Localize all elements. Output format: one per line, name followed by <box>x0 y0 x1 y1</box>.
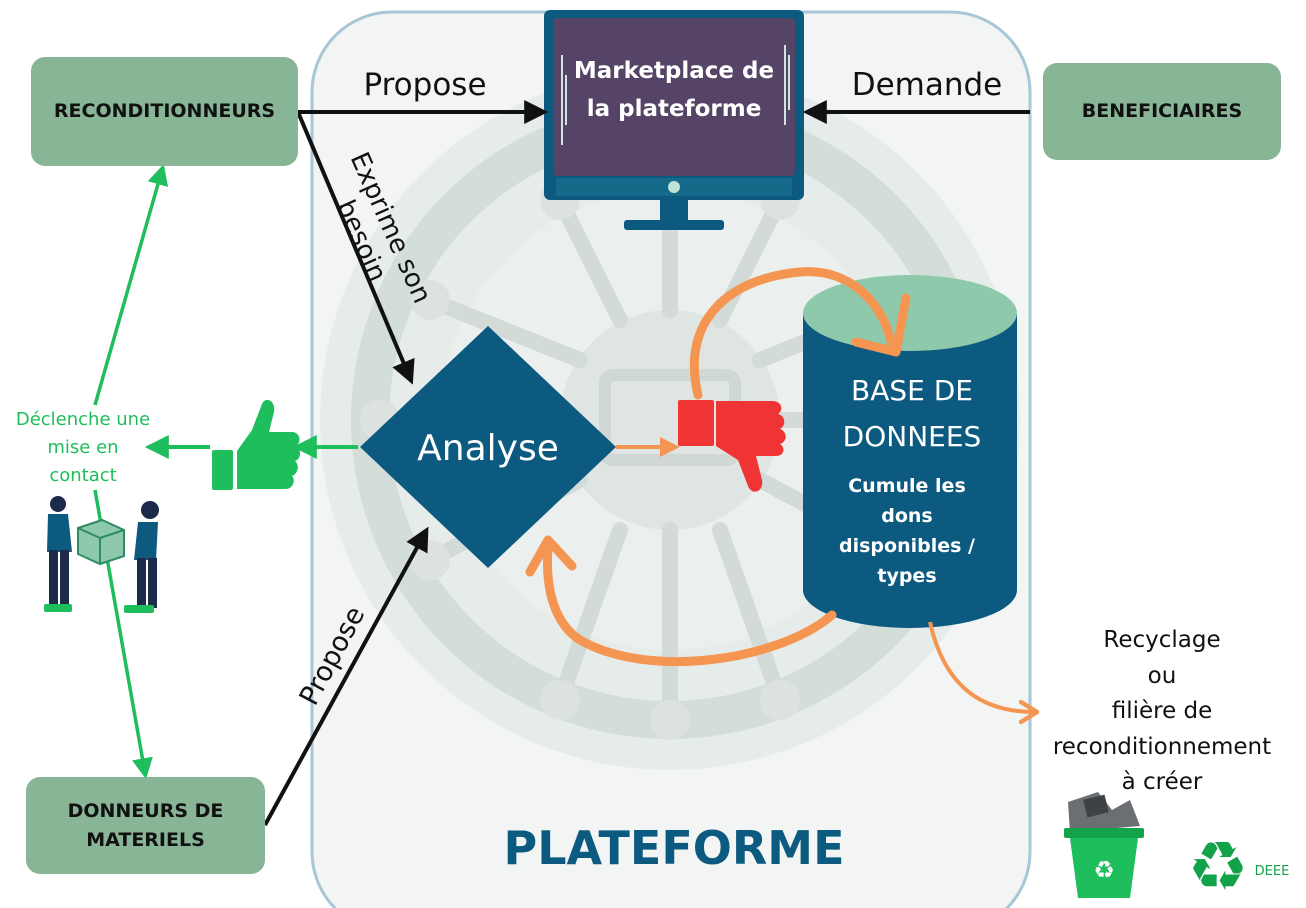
database-cylinder-icon <box>803 275 1017 628</box>
node-reconditionneurs: RECONDITIONNEURS <box>31 57 298 166</box>
node-donneurs-line1: DONNEURS DE <box>67 800 224 822</box>
analyse-label: Analyse <box>417 428 559 469</box>
node-donneurs-line2: MATERIELS <box>86 828 205 851</box>
database-desc-line4: types <box>877 565 936 587</box>
node-donneurs: DONNEURS DE MATERIELS <box>26 777 265 874</box>
svg-text:♻: ♻ <box>1093 856 1115 884</box>
thumbs-up-icon <box>212 399 301 490</box>
edge-contact-up <box>93 163 169 406</box>
svg-text:♻: ♻ <box>1188 828 1249 907</box>
marketplace-title-line2: la plateforme <box>587 96 762 122</box>
database-title-line2: DONNEES <box>843 420 982 453</box>
recycle-bin-icon: ♻ <box>1064 792 1144 898</box>
label-demande: Demande <box>852 67 1003 103</box>
node-reconditionneurs-label: RECONDITIONNEURS <box>53 100 276 123</box>
monitor-icon <box>544 10 804 230</box>
node-beneficiaires: BENEFICIAIRES <box>1043 63 1281 160</box>
edge-database-to-recyclage <box>928 621 1035 712</box>
database-desc-line2: dons <box>881 505 933 527</box>
people-exchange-icon <box>44 496 159 613</box>
edge-database-to-analyse <box>525 535 837 666</box>
database-title-line1: BASE DE <box>851 374 973 407</box>
node-beneficiaires-label: BENEFICIAIRES <box>1081 100 1243 123</box>
edge-exprime-besoin <box>296 111 415 385</box>
marketplace-title-line1: Marketplace de <box>574 58 774 84</box>
database-desc-line3: disponibles / <box>839 535 975 557</box>
analyse-diamond <box>360 326 616 568</box>
deee-label: DEEE <box>1255 864 1290 879</box>
label-propose-top: Propose <box>363 67 486 103</box>
edge-propose-bottom <box>263 526 429 826</box>
recycle-symbol-icon: ♻ <box>1188 828 1249 907</box>
thumbs-down-icon <box>678 400 786 492</box>
edge-thumbdown-to-database <box>689 267 911 400</box>
platform-title: PLATEFORME <box>503 821 844 875</box>
database-desc-line1: Cumule les <box>848 475 966 497</box>
